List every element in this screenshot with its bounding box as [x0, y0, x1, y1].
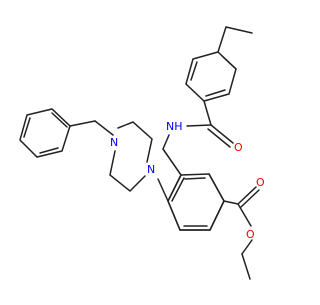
- atom-label-amide-nitrogen: NH: [166, 120, 183, 133]
- ring-central-inner3: [171, 177, 185, 202]
- ring-central-a: [162, 148, 182, 176]
- molecule-structure: O NH N N O O: [19, 26, 265, 280]
- bond-ethyl-ch2: [217, 26, 227, 53]
- atom-label-piperazine-n4: N: [110, 136, 118, 149]
- bond-carbonyl-oxygen-a: [210, 124, 234, 144]
- ring-phenyl-inner2: [23, 117, 31, 138]
- bond-ch2-phenyl: [69, 120, 96, 127]
- ring-phenyl-inner3: [51, 112, 68, 128]
- atom-label-ester-ether-oxygen: O: [246, 228, 255, 241]
- atom-label-ester-carbonyl-oxygen: O: [256, 176, 265, 189]
- ring-central-b: [180, 173, 210, 176]
- ring-central-f: [167, 200, 181, 231]
- bond-ethyl-ch3: [225, 26, 253, 34]
- atom-label-piperazine-n1: N: [147, 163, 155, 176]
- bond-ring-piperazine: [157, 178, 169, 202]
- bond-nh-ring: [162, 134, 170, 150]
- ring-phenyl: [19, 108, 71, 158]
- ring-ethylphenyl-inner2: [205, 89, 226, 97]
- ring-phenyl-inner1: [39, 147, 59, 154]
- bond-ester-c-o-double-a: [237, 186, 257, 205]
- ring-central-c: [208, 173, 225, 202]
- bond-carbonyl-oxygen-b: [207, 128, 231, 148]
- ring-central-inner1: [184, 177, 206, 180]
- bond-ring-carbonyl: [203, 100, 212, 126]
- bond-carbonyl-nh: [186, 124, 212, 127]
- bond-ester-c-o-single: [237, 203, 252, 227]
- bond-lines: [19, 26, 260, 280]
- ring-ethylphenyl-inner3: [190, 61, 198, 81]
- ring-central-d: [209, 200, 225, 231]
- bond-ester-c-o-double-b: [240, 189, 260, 208]
- ring-piperazine: [109, 121, 153, 193]
- atom-label-amide-oxygen: O: [234, 141, 243, 154]
- ring-central-g: [167, 174, 182, 202]
- molecule-canvas: O NH N N O O: [19, 26, 265, 280]
- bond-ester-ch2-ch3: [241, 253, 251, 280]
- bond-ring-ester: [223, 200, 239, 205]
- bond-n4-ch2: [94, 120, 114, 136]
- ring-ethylphenyl-inner1: [221, 55, 237, 70]
- bond-ester-o-ch2: [241, 239, 253, 255]
- atom-labels: O NH N N O O: [110, 120, 265, 241]
